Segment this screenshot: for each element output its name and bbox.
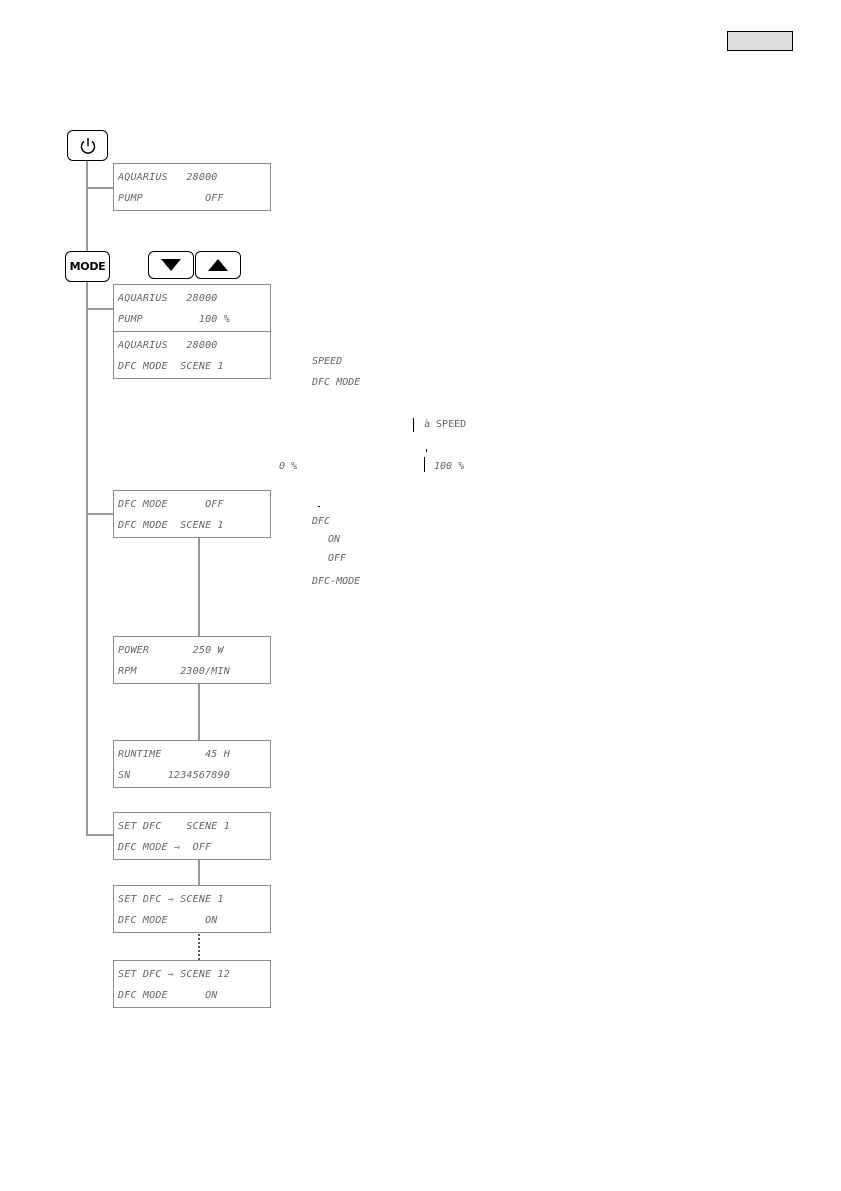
connector-branch-pump: [86, 308, 113, 310]
display-line-1: RUNTIME 45 H: [118, 749, 230, 760]
display-line-2: DFC MODE SCENE 1: [118, 520, 224, 531]
connector-branch-startup: [86, 187, 113, 189]
display-line-2: DFC MODE ON: [118, 915, 218, 926]
note-speed: SPEED: [312, 356, 343, 367]
connector-power-mode: [86, 161, 88, 251]
display-startup: AQUARIUS 28000 PUMP OFF: [113, 163, 271, 211]
display-line-2: PUMP 100 %: [118, 314, 230, 325]
connector-power-runtime: [198, 683, 200, 740]
display-set-dfc-on: SET DFC ⇾ SCENE 1 DFC MODE ON: [113, 885, 271, 933]
power-button[interactable]: [67, 130, 108, 161]
connector-on-12: [198, 934, 200, 960]
display-power: POWER 250 W RPM 2300/MIN: [113, 636, 271, 684]
note-arrow-speed: à SPEED: [424, 419, 467, 430]
display-line-1: SET DFC SCENE 1: [118, 821, 230, 832]
display-set-dfc-12: SET DFC ⇾ SCENE 12 DFC MODE ON: [113, 960, 271, 1008]
display-line-1: SET DFC ⇾ SCENE 12: [118, 969, 230, 980]
note-on: ON: [328, 534, 341, 545]
up-button[interactable]: [195, 251, 241, 279]
triangle-up-icon: [208, 259, 228, 271]
display-dfc-scene: AQUARIUS 28000 DFC MODE SCENE 1: [113, 331, 271, 379]
note-mark: [318, 506, 320, 507]
note-separator: [424, 457, 425, 472]
note-hundred-percent: 100 %: [434, 461, 465, 472]
display-line-1: AQUARIUS 28000: [118, 293, 218, 304]
display-line-2: DFC MODE ⇾ OFF: [118, 842, 212, 853]
display-line-1: POWER 250 W: [118, 645, 224, 656]
note-dfc-mode-dash: DFC-MODE: [312, 576, 361, 587]
mode-button[interactable]: MODE: [65, 251, 110, 282]
note-dfc: DFC: [312, 516, 331, 527]
note-separator: [426, 449, 427, 452]
connector-dfc-power: [198, 538, 200, 636]
display-line-1: AQUARIUS 28000: [118, 172, 218, 183]
display-line-1: SET DFC ⇾ SCENE 1: [118, 894, 224, 905]
display-line-2: RPM 2300/MIN: [118, 666, 230, 677]
display-line-2: DFC MODE ON: [118, 990, 218, 1001]
display-pump: AQUARIUS 28000 PUMP 100 %: [113, 284, 271, 332]
connector-mode-main: [86, 282, 88, 835]
connector-branch-set: [86, 834, 113, 836]
mode-button-label: MODE: [69, 260, 106, 273]
power-icon: [80, 137, 95, 154]
note-separator: [413, 418, 414, 432]
connector-set-on: [198, 860, 200, 885]
display-dfc-mode: DFC MODE OFF DFC MODE SCENE 1: [113, 490, 271, 538]
triangle-down-icon: [161, 259, 181, 271]
note-dfc-mode: DFC MODE: [312, 377, 361, 388]
display-line-2: DFC MODE SCENE 1: [118, 361, 224, 372]
down-button[interactable]: [148, 251, 194, 279]
display-line-1: DFC MODE OFF: [118, 499, 224, 510]
connector-branch-dfc: [86, 513, 113, 515]
display-runtime: RUNTIME 45 H SN 1234567890: [113, 740, 271, 788]
page-tab-box: [727, 31, 793, 51]
note-zero-percent: 0 %: [279, 461, 298, 472]
display-line-1: AQUARIUS 28000: [118, 340, 218, 351]
display-set-dfc-off: SET DFC SCENE 1 DFC MODE ⇾ OFF: [113, 812, 271, 860]
note-off: OFF: [328, 553, 347, 564]
display-line-2: SN 1234567890: [118, 770, 230, 781]
display-line-2: PUMP OFF: [118, 193, 224, 204]
